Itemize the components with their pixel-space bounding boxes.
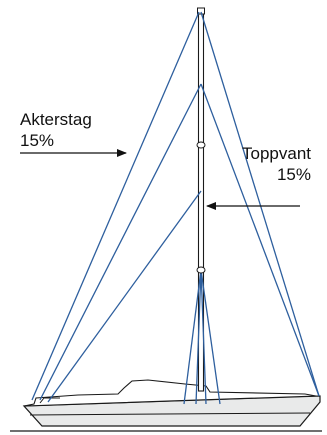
cap-shroud-label: Toppvant xyxy=(242,144,311,163)
mast xyxy=(197,7,205,392)
hull-stripe xyxy=(29,412,311,416)
cap-shroud-percent: 15% xyxy=(276,165,311,184)
cabin-deckhouse xyxy=(23,379,317,407)
forestay xyxy=(200,11,320,397)
lower-shroud-bow xyxy=(200,269,221,405)
rigging xyxy=(31,11,320,405)
backstay xyxy=(31,11,200,401)
upper-spreader xyxy=(196,141,206,149)
lower-shroud-aft xyxy=(183,269,202,405)
cap-shroud xyxy=(39,83,202,401)
backstay-percent: 15% xyxy=(20,131,55,150)
cockpit-line xyxy=(39,397,60,404)
lower-spreader xyxy=(196,266,206,274)
inner-forestay xyxy=(200,83,320,397)
running-backstay xyxy=(47,190,202,403)
lower-shroud-fwd xyxy=(200,269,207,405)
lower-shroud-mid xyxy=(195,269,202,405)
backstay-label: Akterstag xyxy=(20,110,92,129)
